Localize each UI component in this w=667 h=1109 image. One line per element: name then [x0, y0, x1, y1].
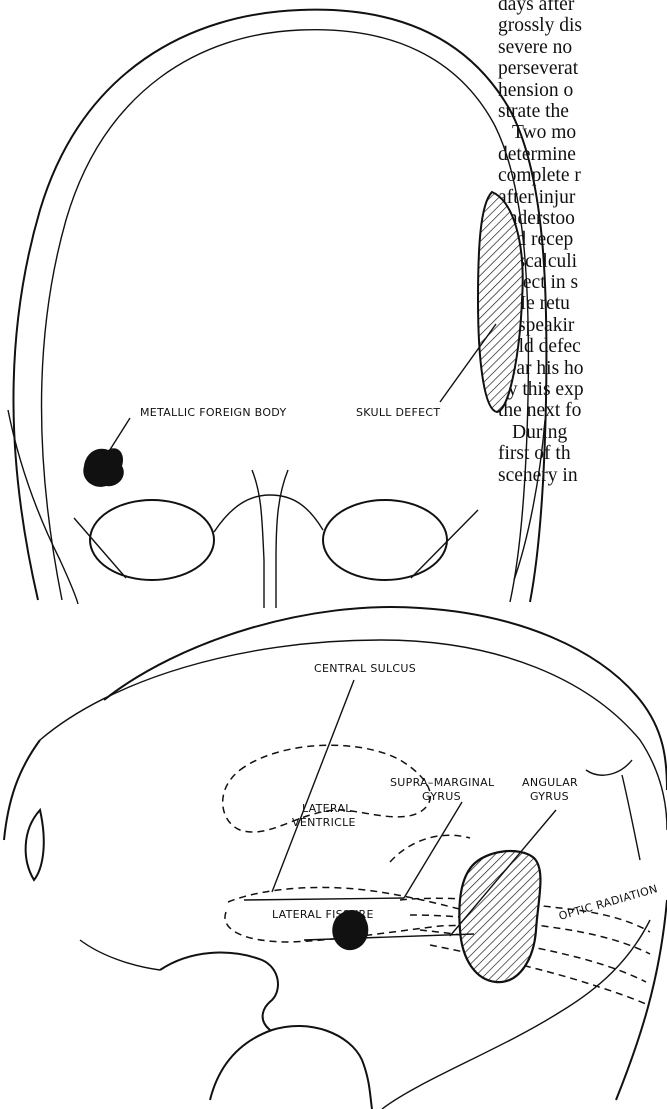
label-lateral-ventricle-line2: VENTRICLE	[292, 816, 356, 829]
optic-radiation-4	[430, 945, 646, 1004]
lateral-fissure-lower	[304, 934, 474, 940]
label-supra-marginal-line2: GYRUS	[422, 790, 461, 803]
skull-outline	[13, 10, 546, 602]
supra-marginal-leader	[404, 802, 462, 898]
nasal-bridge	[252, 470, 264, 608]
occipital-curve	[586, 760, 632, 775]
cheek-curve-left	[8, 410, 78, 604]
angular-gyrus-lesion	[459, 851, 540, 982]
skull-defect-region	[478, 192, 523, 412]
left-orbit	[90, 500, 214, 580]
label-skull-defect: SKULL DEFECT	[356, 406, 440, 419]
label-optic-radiation: OPTIC RADIATION	[557, 882, 659, 923]
occipital-line	[622, 775, 640, 860]
central-sulcus-leader	[272, 680, 354, 892]
lateral-brain-diagram: CENTRAL SULCUS SUPRA–MARGINAL GYRUS ANGU…	[4, 607, 667, 1109]
supra-marginal-dashed	[390, 835, 470, 862]
brow-line	[214, 495, 323, 532]
lower-temporal-lobe	[80, 940, 160, 970]
lateral-fissure-line	[244, 898, 404, 900]
label-lateral-fissure: LATERAL FISSURE	[272, 908, 374, 921]
label-angular-line2: GYRUS	[530, 790, 569, 803]
label-supra-marginal-line1: SUPRA–MARGINAL	[390, 776, 495, 789]
lateral-skull-outline	[104, 607, 667, 790]
label-central-sulcus: CENTRAL SULCUS	[314, 662, 416, 675]
label-angular-line1: ANGULAR	[522, 776, 578, 789]
label-lateral-ventricle-line1: LATERAL	[302, 802, 352, 815]
forehead-face	[4, 740, 40, 840]
right-orbit	[323, 500, 447, 580]
orbit-leader-right	[411, 510, 478, 578]
frontal-skull-diagram: METALLIC FOREIGN BODY SKULL DEFECT	[8, 10, 546, 608]
metallic-foreign-body-blob	[83, 448, 123, 487]
skull-inner-outline	[42, 30, 529, 602]
orbit-leader-left	[74, 518, 126, 578]
nose-bone	[26, 810, 44, 880]
lateral-skull-back	[616, 900, 667, 1100]
nasal-bridge-right	[276, 470, 288, 608]
brainstem	[210, 1026, 372, 1109]
label-metallic-foreign-body: METALLIC FOREIGN BODY	[140, 406, 286, 419]
temporal-lower	[160, 953, 278, 1030]
cheek-curve-right	[514, 420, 545, 580]
